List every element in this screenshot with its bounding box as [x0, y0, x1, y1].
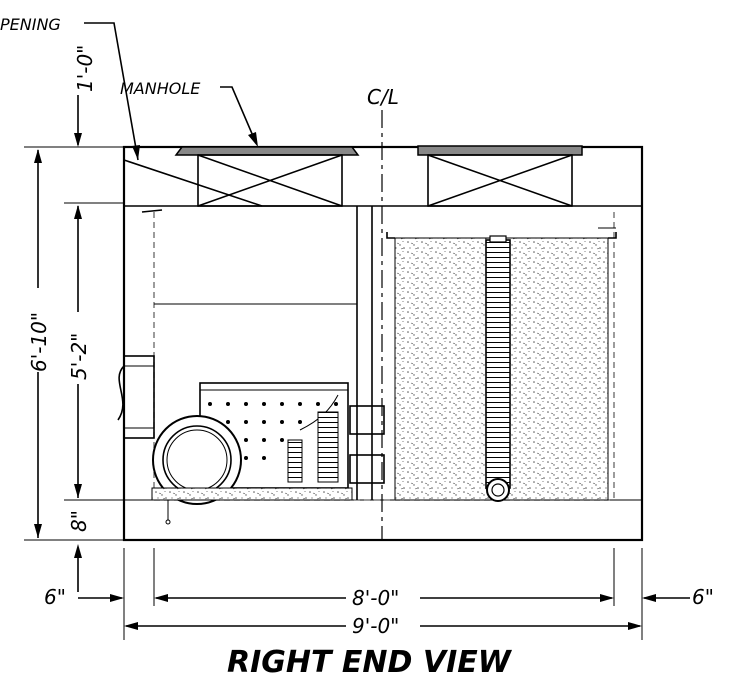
dim-inner-width: 8'-0": [352, 586, 399, 610]
dim-total-height: 6'-10": [27, 312, 51, 372]
dim-inner-height: 5'-2": [67, 333, 91, 380]
manhole-label: MANHOLE: [120, 79, 201, 98]
riser-pipe: [485, 235, 511, 502]
vertical-dimensions: 1'-0" 6'-10" 5'-2" 8": [24, 45, 124, 592]
dim-base: 8": [67, 510, 91, 532]
dim-total-width: 9'-0": [352, 614, 399, 638]
opening-detail: [123, 159, 263, 213]
dim-left-wall: 6": [44, 585, 66, 609]
opening-label: PENING: [0, 15, 61, 34]
manhole-label-group: MANHOLE: [120, 79, 258, 147]
base-plate: [151, 487, 353, 525]
manhole-right: [417, 145, 583, 207]
divider-wall: [154, 206, 373, 500]
inlet-pipe: [117, 355, 155, 439]
dim-top-clearance: 1'-0": [73, 45, 97, 92]
opening-label-group: PENING: [0, 15, 140, 161]
view-title: RIGHT END VIEW: [227, 645, 513, 680]
horizontal-dimensions: 6" 8'-0" 6" 9'-0": [44, 548, 714, 640]
dim-right-wall: 6": [692, 585, 714, 609]
centerline-label: C/L: [367, 85, 399, 109]
manhole-left: [174, 146, 360, 207]
